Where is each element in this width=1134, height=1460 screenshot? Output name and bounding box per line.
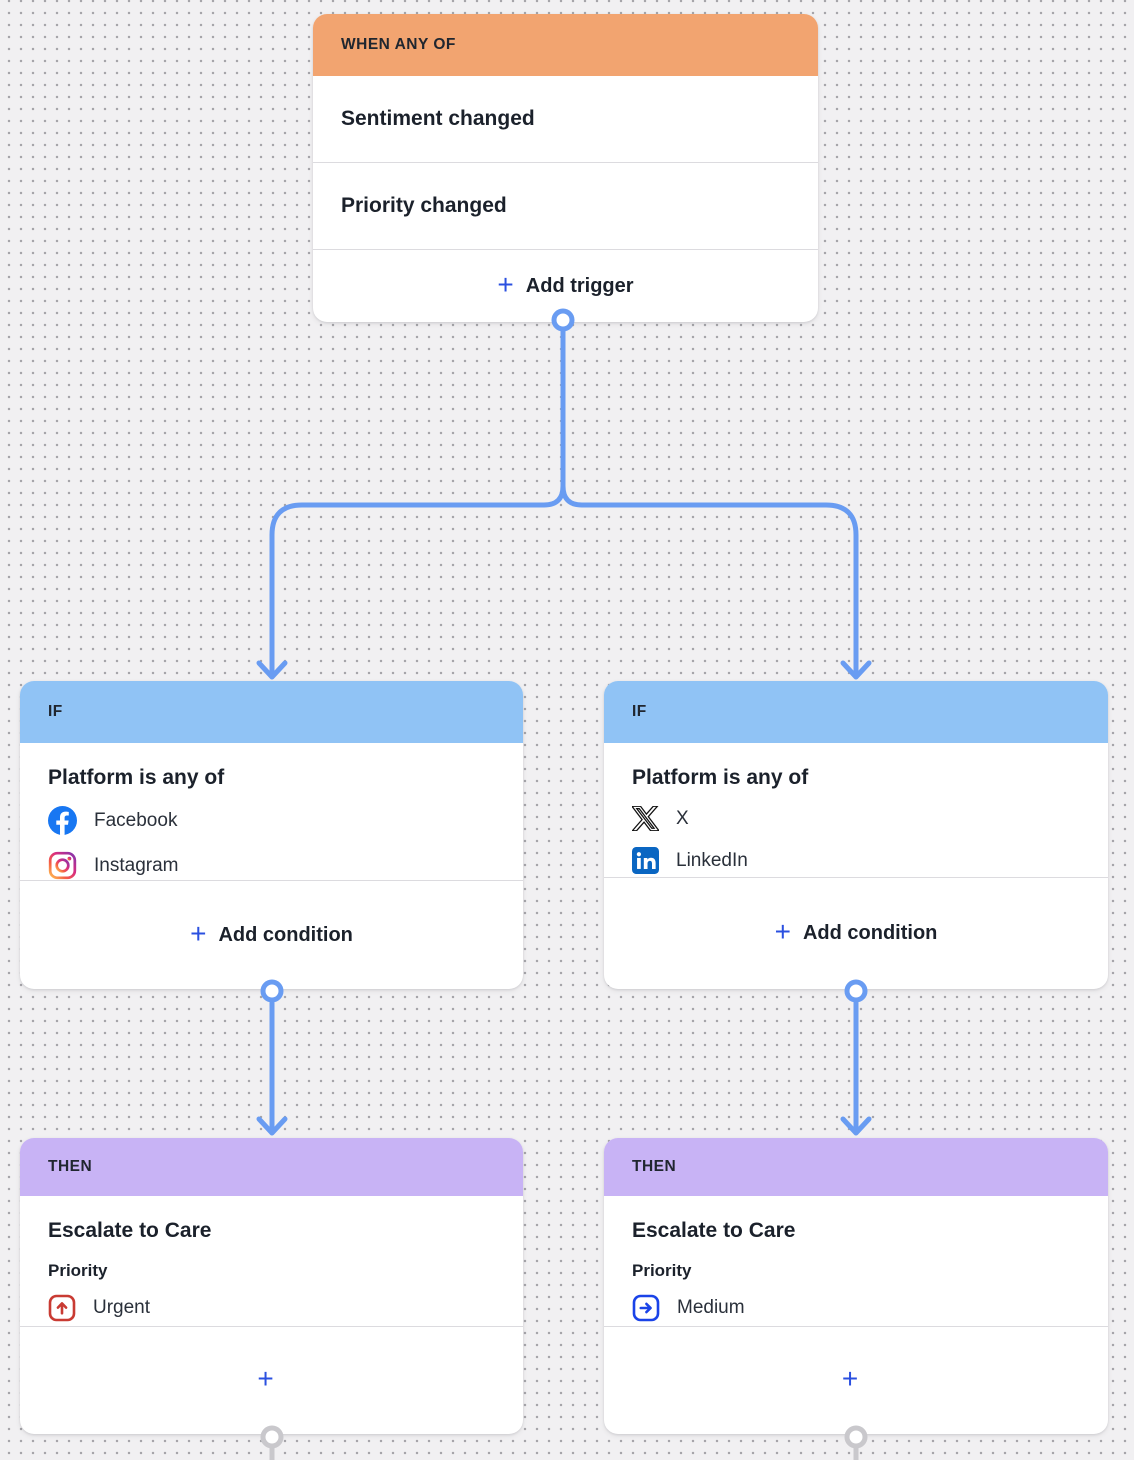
action-card-header: THEN <box>604 1138 1108 1196</box>
priority-value-row[interactable]: Urgent <box>48 1294 495 1322</box>
arrow-down-icon <box>256 660 288 680</box>
arrow-down-icon <box>256 1116 288 1136</box>
condition-card-body: Platform is any of X <box>604 743 1108 877</box>
add-condition-button[interactable]: + Add condition <box>20 880 523 989</box>
add-condition-button[interactable]: + Add condition <box>604 877 1108 989</box>
trigger-card: WHEN ANY OF Sentiment changed Priority c… <box>313 14 818 322</box>
trigger-card-header: WHEN ANY OF <box>313 14 818 76</box>
instagram-icon <box>48 851 77 880</box>
condition-card-x-linkedin: IF Platform is any of X <box>604 681 1108 989</box>
condition-card-body: Platform is any of Facebook <box>20 743 523 880</box>
action-card-header: THEN <box>20 1138 523 1196</box>
action-title: Escalate to Care <box>48 1219 212 1242</box>
condition-card-header: IF <box>604 681 1108 743</box>
platform-row-x[interactable]: X <box>632 806 1080 831</box>
action-card-body: Escalate to Care Priority Medium <box>604 1196 1108 1326</box>
condition-title: Platform is any of <box>632 766 809 789</box>
platform-name: X <box>676 807 689 829</box>
condition-card-header: IF <box>20 681 523 743</box>
x-icon <box>632 806 659 831</box>
action-card-medium: THEN Escalate to Care Priority Medium + <box>604 1138 1108 1434</box>
condition-title: Platform is any of <box>48 766 225 789</box>
platform-name: LinkedIn <box>676 849 748 871</box>
platform-row-instagram[interactable]: Instagram <box>48 851 495 880</box>
platform-row-linkedin[interactable]: LinkedIn <box>632 847 1080 874</box>
platform-name: Instagram <box>94 854 179 876</box>
priority-medium-icon <box>632 1294 660 1322</box>
platform-name: Facebook <box>94 809 178 831</box>
priority-value: Medium <box>677 1297 745 1318</box>
plus-icon: + <box>841 1363 859 1394</box>
condition-card-facebook-instagram: IF Platform is any of Facebook <box>20 681 523 989</box>
arrow-down-icon <box>840 660 872 680</box>
plus-icon: + <box>190 917 207 949</box>
trigger-row-priority-changed[interactable]: Priority changed <box>313 163 818 250</box>
platform-row-facebook[interactable]: Facebook <box>48 806 495 835</box>
priority-value-row[interactable]: Medium <box>632 1294 1080 1322</box>
priority-field-label: Priority <box>632 1261 692 1280</box>
add-condition-label: Add condition <box>802 922 938 944</box>
facebook-icon <box>48 806 77 835</box>
plus-icon: + <box>774 916 791 947</box>
branch-connector-right <box>560 328 859 677</box>
add-condition-label: Add condition <box>218 923 353 946</box>
add-action-button[interactable]: + <box>20 1326 523 1434</box>
add-action-button[interactable]: + <box>604 1326 1108 1434</box>
action-title: Escalate to Care <box>632 1219 796 1242</box>
plus-icon: + <box>257 1363 274 1394</box>
action-card-body: Escalate to Care Priority Urgent <box>20 1196 523 1326</box>
add-trigger-button[interactable]: + Add trigger <box>313 250 818 322</box>
branch-connector-left <box>269 328 566 677</box>
priority-field-label: Priority <box>48 1261 108 1280</box>
add-trigger-label: Add trigger <box>525 274 634 297</box>
action-card-urgent: THEN Escalate to Care Priority Urgent + <box>20 1138 523 1434</box>
priority-value: Urgent <box>93 1297 151 1318</box>
arrow-down-icon <box>840 1116 872 1136</box>
priority-urgent-icon <box>48 1294 76 1322</box>
trigger-row-sentiment-changed[interactable]: Sentiment changed <box>313 76 818 163</box>
linkedin-icon <box>632 847 659 874</box>
plus-icon: + <box>497 268 514 300</box>
